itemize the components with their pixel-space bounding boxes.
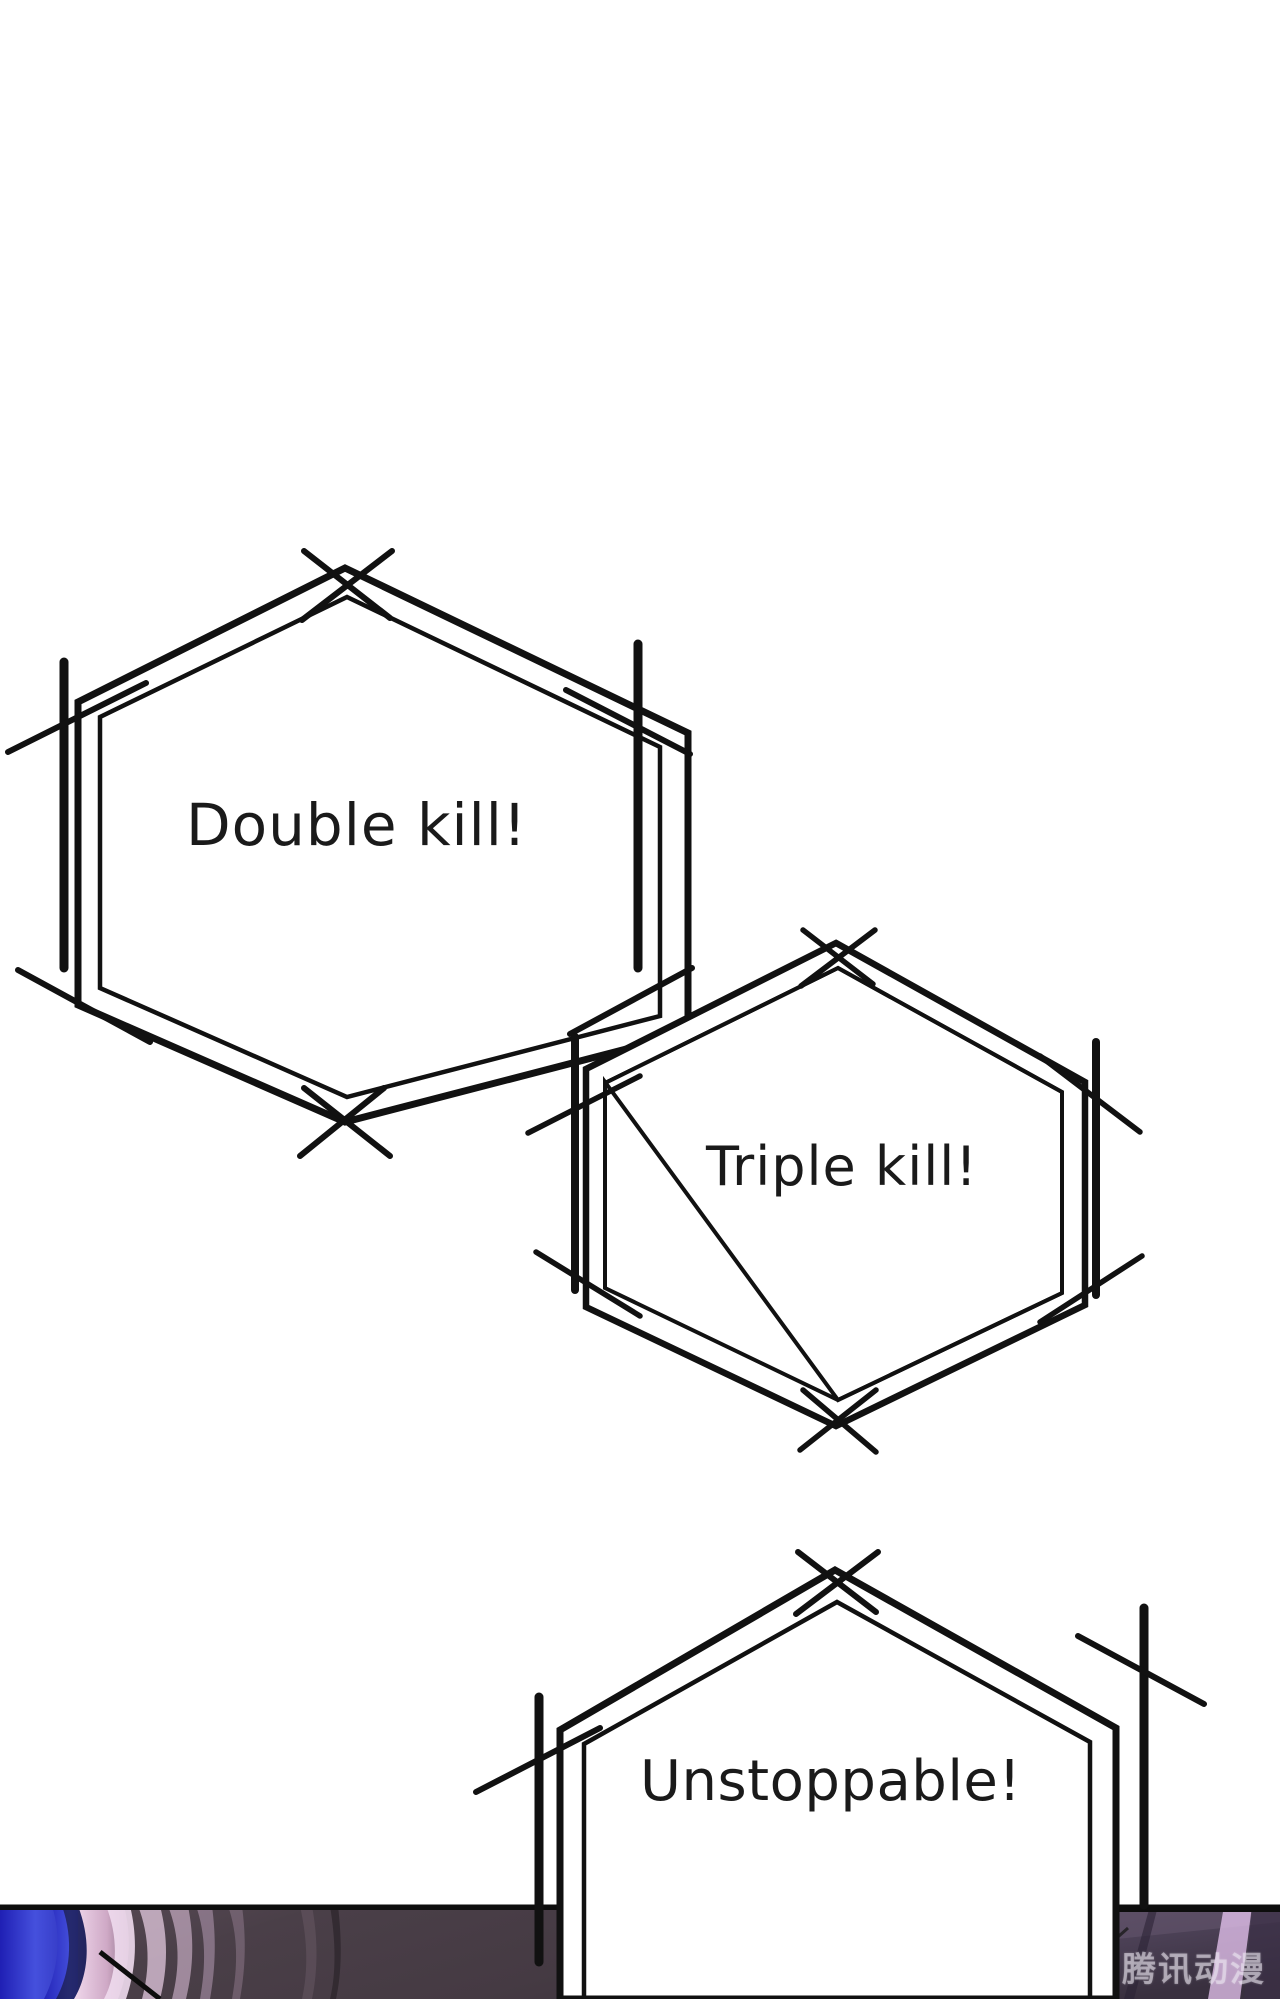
cross-accent-icon — [301, 1085, 393, 1159]
cross-accent-icon — [1037, 1053, 1143, 1135]
cross-accent-icon — [793, 1549, 881, 1617]
cross-accent-icon — [297, 1085, 387, 1159]
cross-accent-icon — [525, 1073, 643, 1136]
cross-accent-icon — [5, 680, 149, 755]
cross-accent-icon — [798, 927, 878, 989]
hexagon-inner-outline-icon — [581, 1599, 1093, 1999]
callout-unstoppable — [473, 1549, 1207, 1999]
callout-label-unstoppable: Unstoppable! — [640, 1749, 1022, 1814]
hexagon-inner-outline-icon — [97, 594, 663, 1100]
cross-accent-icon — [1037, 1253, 1145, 1325]
cross-accent-icon — [563, 687, 693, 757]
cross-accent-icon — [15, 967, 153, 1045]
callout-double-kill — [5, 548, 695, 1159]
callout-triple-kill — [525, 927, 1145, 1455]
callout-label-double-kill: Double kill! — [186, 791, 528, 859]
cross-accent-icon — [299, 548, 395, 623]
cross-accent-icon — [533, 1249, 643, 1319]
hexagon-inner-outline-icon — [603, 965, 1064, 1403]
cross-accent-icon — [800, 1387, 879, 1455]
cross-accent-icon — [473, 1725, 603, 1795]
callout-label-triple-kill: Triple kill! — [706, 1135, 978, 1198]
cross-accent-icon — [567, 965, 695, 1037]
hexagon-outline-icon — [582, 939, 1089, 1430]
cross-accent-icon — [1075, 1633, 1207, 1707]
